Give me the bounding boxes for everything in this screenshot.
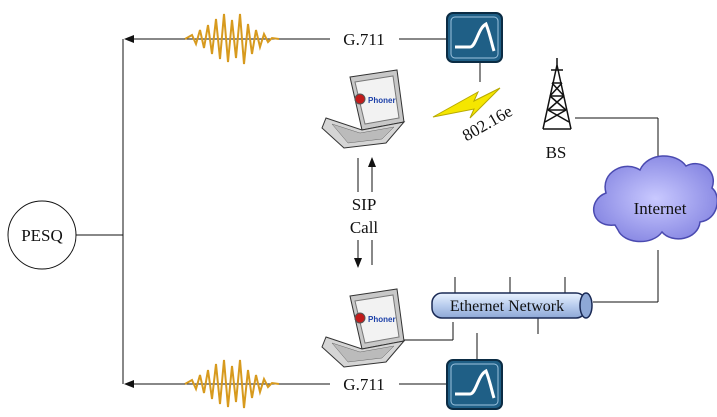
internet-cloud: Internet (592, 155, 717, 243)
pesq-node: PESQ (7, 200, 77, 270)
lightning-icon (432, 87, 501, 119)
pesq-label: PESQ (21, 226, 63, 245)
waveform-icon (184, 359, 280, 409)
sip-label-line1: SIP (352, 195, 377, 214)
phoner-logo-top: Phoner (368, 96, 396, 105)
phoner-logo-bottom: Phoner (368, 315, 396, 324)
laptop-icon (321, 69, 406, 149)
codec-label-bottom: G.711 (343, 375, 384, 394)
internet-label: Internet (634, 199, 687, 218)
ethernet-network: Ethernet Network (431, 277, 593, 334)
connector-lines (76, 35, 659, 388)
codec-label-top: G.711 (343, 30, 384, 49)
filter-icon (455, 368, 496, 399)
filter-box-bottom (446, 359, 503, 410)
ethernet-label: Ethernet Network (450, 298, 564, 315)
base-station-tower (542, 58, 572, 130)
base-station-label: BS (546, 143, 567, 162)
cloud-icon (592, 155, 717, 243)
filter-box-top (446, 12, 503, 63)
sip-label-line2: Call (350, 218, 379, 237)
sip-call: SIP Call (334, 157, 384, 268)
antenna-tower-icon (542, 58, 572, 130)
laptop-top: Phoner (321, 69, 406, 149)
waveform-top (184, 13, 280, 65)
laptop-icon (321, 288, 406, 368)
filter-icon (455, 21, 496, 52)
laptop-bottom: Phoner (321, 288, 406, 368)
waveform-bottom (184, 359, 280, 409)
waveform-icon (184, 13, 280, 65)
